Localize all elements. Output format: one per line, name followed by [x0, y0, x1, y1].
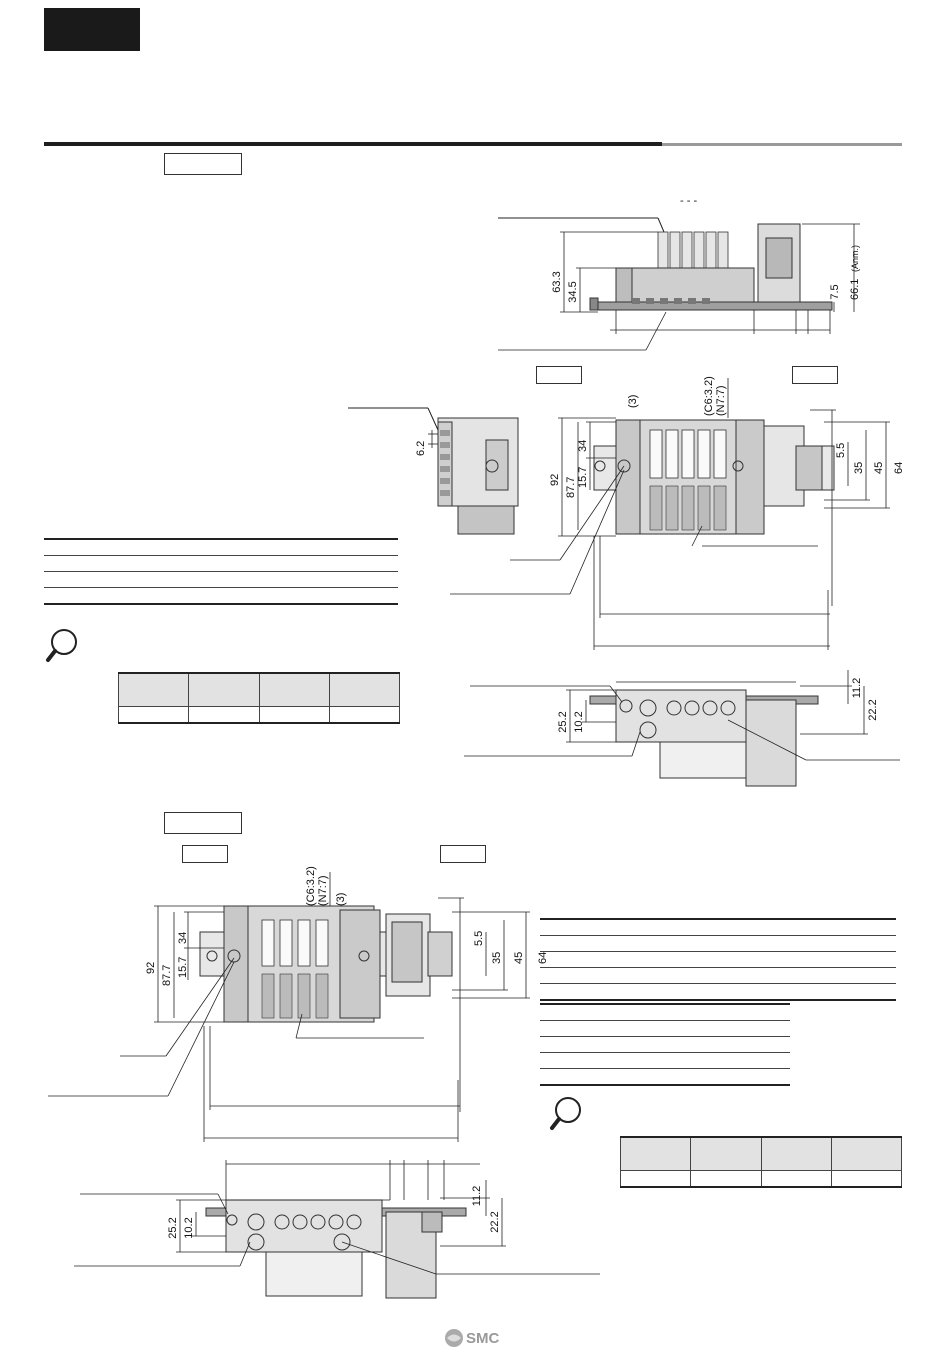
dim-34: 34 — [177, 932, 189, 944]
smc-logo: SMC — [445, 1329, 500, 1347]
section-label-box-1 — [164, 153, 242, 175]
end-view-drawing: 6.2 — [348, 407, 519, 535]
dim-10-2: 10.2 — [573, 711, 585, 732]
dim-64: 64 — [893, 462, 905, 474]
dim-3: (3) — [627, 395, 639, 408]
dim-c6: (C6:3.2) — [305, 866, 317, 906]
dim-c6: (C6:3.2) — [703, 376, 715, 416]
dim-92: 92 — [145, 962, 157, 974]
dim-5-5: 5.5 — [473, 931, 485, 946]
top-plan-view-drawing: (3) (C6:3.2) (N7:7) 92 87.7 34 15.7 5.5 … — [450, 376, 905, 650]
dim-10-2: 10.2 — [183, 1217, 195, 1238]
dim-7-5: 7.5 — [829, 284, 841, 299]
dim-25-2: 25.2 — [167, 1217, 179, 1238]
dim-45: 45 — [873, 462, 885, 474]
dim-6-2: 6.2 — [415, 441, 427, 456]
header-rule-light — [662, 143, 902, 146]
dim-45: 45 — [513, 952, 525, 964]
view-label-box-2 — [792, 366, 838, 384]
view-label-box-1 — [536, 366, 582, 384]
dim-dashes: - - - — [680, 195, 697, 207]
dim-15-7: 15.7 — [177, 957, 189, 978]
dim-15-7: 15.7 — [577, 467, 589, 488]
magnifier-icon — [46, 629, 77, 662]
dim-66-1: 66.1 — [849, 279, 861, 300]
dim-11-2: 11.2 — [471, 1186, 483, 1207]
dim-34-5: 34.5 — [567, 281, 579, 302]
dim-63-3: 63.3 — [551, 271, 563, 292]
dim-22-2: 22.2 — [489, 1211, 501, 1232]
magnifier-icon — [550, 1097, 581, 1130]
dim-11-2: 11.2 — [851, 678, 863, 699]
bottom-bottom-view-drawing: 25.2 10.2 11.2 22.2 — [74, 1160, 600, 1299]
dim-35: 35 — [491, 952, 503, 964]
view-label-box-3 — [182, 845, 228, 863]
bottom-plan-view-drawing: (C6:3.2) (N7:7) (3) 92 87.7 34 15.7 5.5 … — [48, 866, 549, 1142]
dim-3: (3) — [335, 893, 347, 906]
dim-87-7: 87.7 — [161, 965, 173, 986]
dim-anm: (Anm.) — [850, 245, 860, 272]
dim-n7: (N7:7) — [317, 875, 329, 906]
dim-25-2: 25.2 — [557, 711, 569, 732]
spec-table-2 — [540, 918, 896, 1001]
spec-table-3 — [540, 1003, 790, 1086]
section-label-box-2 — [164, 812, 242, 834]
page-tab — [44, 8, 140, 51]
dim-92: 92 — [549, 474, 561, 486]
view-label-box-4 — [440, 845, 486, 863]
side-view-drawing: - - - 63.3 34.5 7.5 66.1 (Anm.) — [498, 195, 861, 351]
dim-22-2: 22.2 — [867, 699, 879, 720]
dim-87-7: 87.7 — [565, 477, 577, 498]
note-table-2 — [619, 1136, 903, 1188]
note-table-1 — [117, 672, 401, 724]
dim-34: 34 — [577, 440, 589, 452]
logo-text: SMC — [466, 1330, 500, 1347]
spec-table-1 — [44, 538, 398, 605]
top-bottom-view-drawing: 25.2 10.2 11.2 22.2 — [464, 670, 900, 787]
dim-5-5: 5.5 — [835, 443, 847, 458]
dim-n7: (N7:7) — [715, 385, 727, 416]
dim-35: 35 — [853, 462, 865, 474]
header-rule — [44, 142, 662, 146]
